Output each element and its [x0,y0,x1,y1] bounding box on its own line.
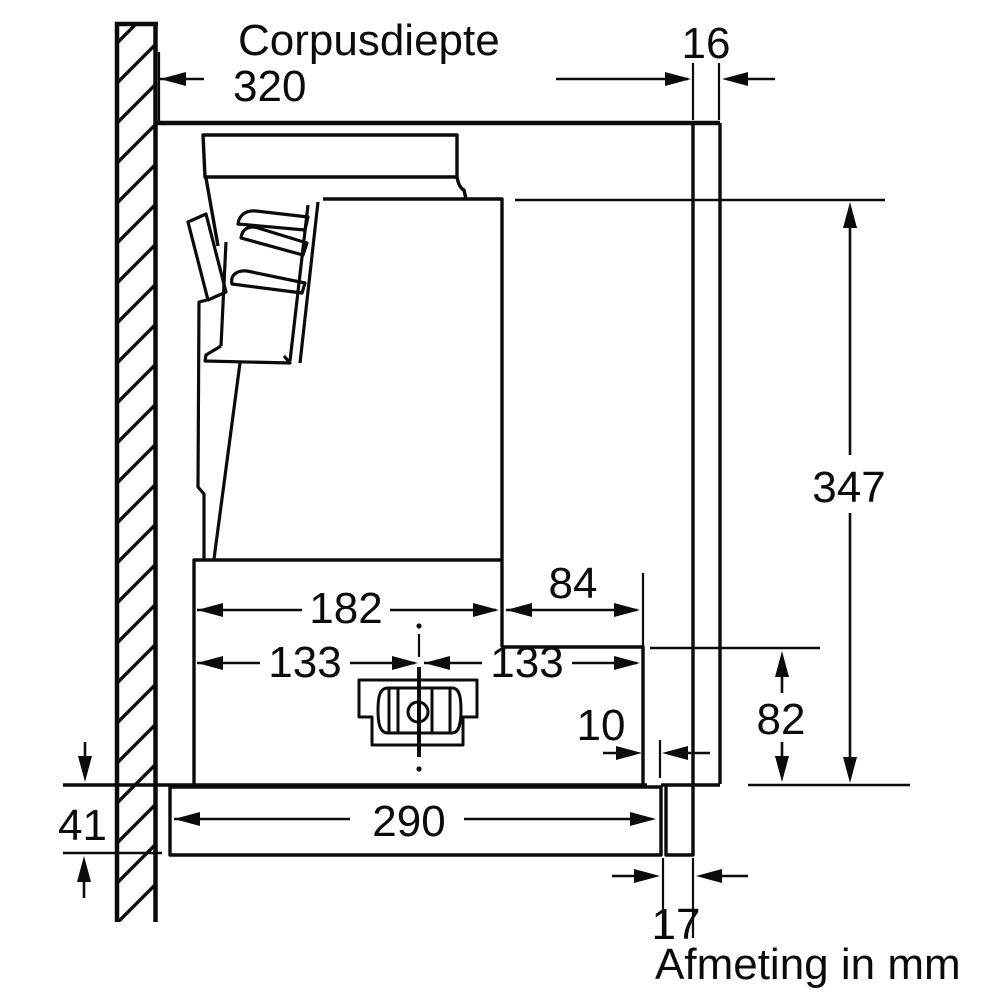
flap-vane-3 [230,269,307,295]
label-133-left: 133 [268,638,341,687]
label-290: 290 [372,797,445,846]
label-41: 41 [58,801,107,850]
note-afmeting-in-mm: Afmeting in mm [655,940,961,989]
dim-290 [174,812,656,826]
dim-182 [197,603,499,617]
dim-16 [722,72,775,86]
dim-10 [603,740,710,778]
dim-133-right [424,656,640,670]
duct-frame [201,133,459,179]
duct-left-edge [204,177,220,247]
label-347: 347 [812,463,885,512]
rear-lower-slant [212,362,242,560]
label-16: 16 [682,19,731,68]
label-17: 17 [652,900,701,949]
label-182: 182 [309,584,382,633]
dim-41 [63,742,162,898]
wall-side-flap [186,212,228,302]
damper-assembly [186,201,320,560]
dim-84 [506,573,645,683]
flap-vane-2 [239,225,309,257]
dim-133-left [197,656,418,670]
dim-347 [515,198,910,787]
rail-hook [455,176,468,200]
front-panel [168,785,663,857]
shelf-front-strip [664,785,695,857]
label-10: 10 [577,701,626,750]
flap-bottom-lip [203,344,292,365]
center-axis [416,623,422,772]
label-84: 84 [549,559,598,608]
flap-vane-1 [236,209,310,232]
label-82: 82 [757,695,806,744]
label-320: 320 [233,62,306,111]
cabinet-side-panel [691,123,722,784]
pullout-body [323,197,504,647]
left-outline [196,298,208,559]
label-corpusdiepte: Corpusdiepte [238,16,500,65]
label-133-right: 133 [490,638,563,687]
dim-corpusdiepte-320 [157,52,721,121]
dim-82 [650,646,820,782]
dim-17 [612,858,748,938]
connector-outline [357,678,479,747]
wall-hatch [114,21,158,922]
